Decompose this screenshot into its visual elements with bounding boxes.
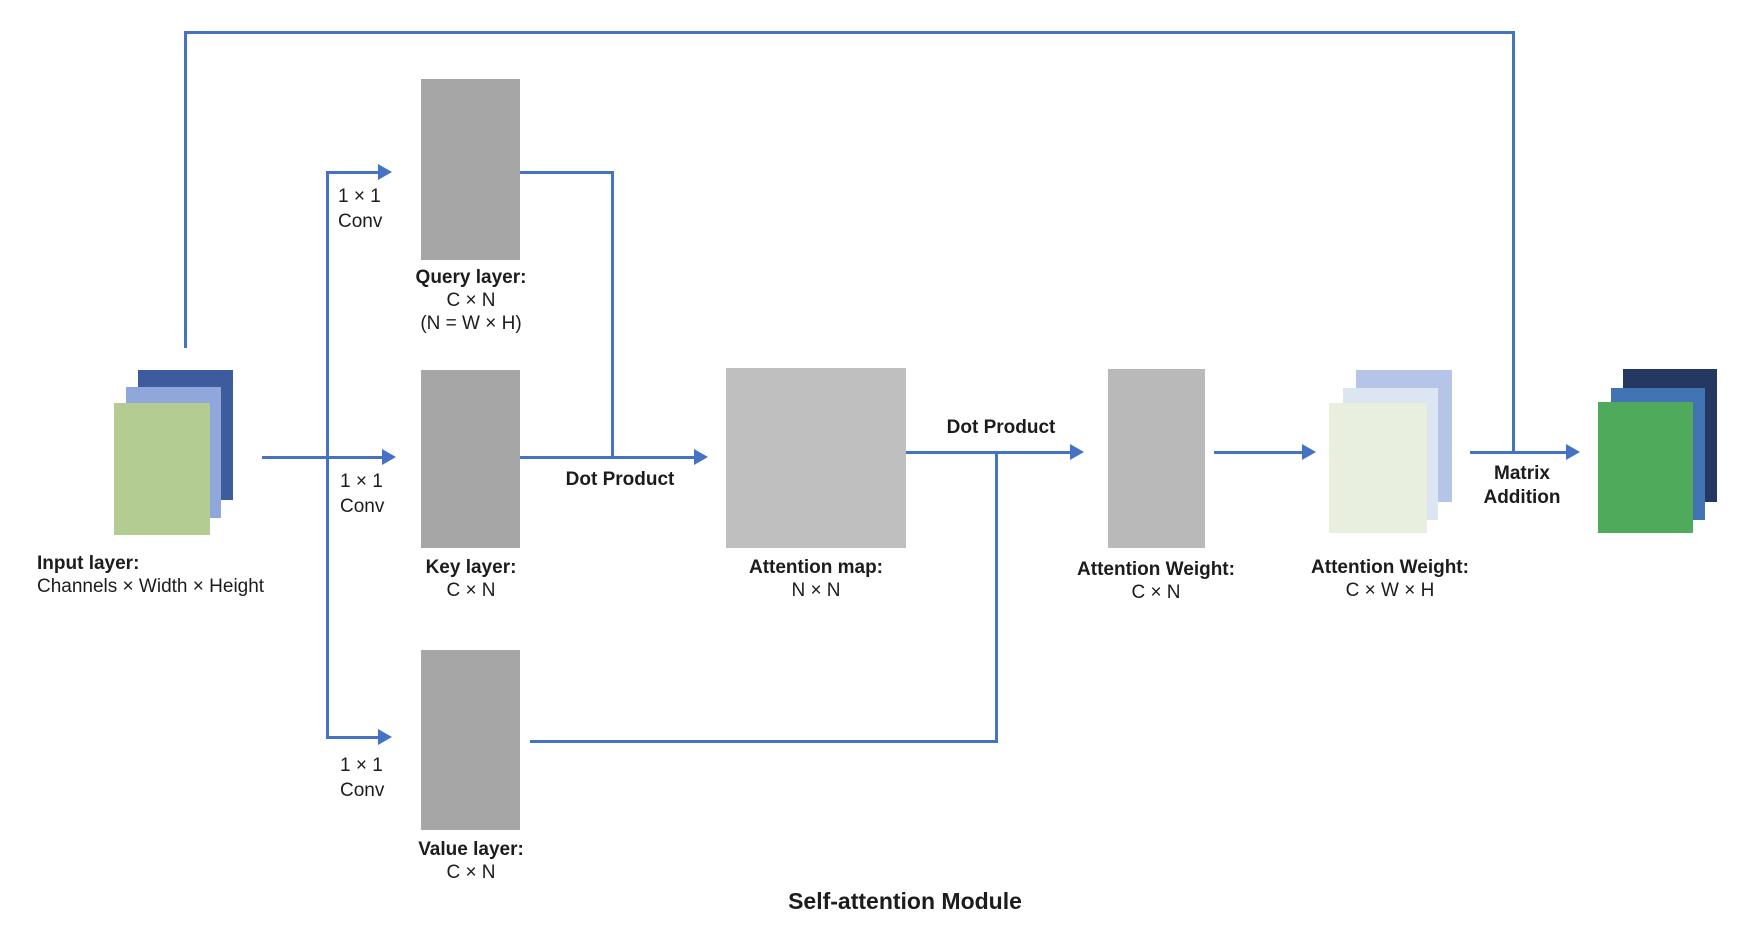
key-layer-title: Key layer: <box>425 557 517 578</box>
query-layer-note: (N = W × H) <box>420 313 522 334</box>
attention-weight-cwh-dim: C × W × H <box>1345 580 1435 601</box>
attention-weight-cwh-title: Attention Weight: <box>1311 557 1469 578</box>
attention-weight-cn-title: Attention Weight: <box>1077 559 1235 580</box>
attention-map-rect <box>726 368 906 548</box>
attention-map-dim: N × N <box>791 580 841 601</box>
matrix-addition-label-line1: Matrix <box>1494 463 1550 484</box>
attention-map-label: Attention map: N × N <box>716 556 916 602</box>
key-layer-label: Key layer: C × N <box>371 556 571 602</box>
query-layer-dim: C × N <box>446 290 496 311</box>
query-layer-label: Query layer: C × N (N = W × H) <box>371 266 571 335</box>
input-to-key-arrowhead <box>382 449 396 465</box>
attention-weight-cn-label: Attention Weight: C × N <box>1046 558 1266 604</box>
aw-stack-front <box>1329 403 1427 533</box>
aw-to-stack-line <box>1214 451 1304 454</box>
attention-weight-cn-dim: C × N <box>1131 582 1181 603</box>
conv-query-label-line2: Conv <box>338 211 383 232</box>
conv-value-label-line1: 1 × 1 <box>340 755 383 776</box>
value-layer-label: Value layer: C × N <box>371 838 571 884</box>
value-layer-dim: C × N <box>446 862 496 883</box>
conv-to-query-arrowhead <box>378 164 392 180</box>
conv-query-label-line1: 1 × 1 <box>338 186 381 207</box>
matrix-addition-arrowhead <box>1566 444 1580 460</box>
value-layer-title: Value layer: <box>418 839 524 860</box>
conv-key-label-line2: Conv <box>340 496 385 517</box>
key-layer-dim: C × N <box>446 580 496 601</box>
conv-value-label-line2: Conv <box>340 780 385 801</box>
attention-weight-cwh-label: Attention Weight: C × W × H <box>1280 556 1500 602</box>
key-layer-rect <box>421 370 520 548</box>
query-layer-title: Query layer: <box>415 267 527 288</box>
conv-key-label-line1: 1 × 1 <box>340 471 383 492</box>
attention-map-title: Attention map: <box>748 557 884 578</box>
output-stack-front <box>1598 402 1693 533</box>
diagram-title: Self-attention Module <box>788 888 1022 914</box>
value-out-line <box>530 740 998 743</box>
conv-to-value-line <box>326 736 380 739</box>
query-layer-rect <box>421 79 520 260</box>
map-to-aw-line <box>906 451 1072 454</box>
skip-connection-right-line <box>1512 31 1515 452</box>
input-to-key-line <box>262 456 384 459</box>
key-to-map-arrowhead <box>694 449 708 465</box>
input-layer-dim: Channels × Width × Height <box>37 576 265 597</box>
matrix-addition-line <box>1470 451 1568 454</box>
key-to-map-line <box>520 456 696 459</box>
dot-product-2-label: Dot Product <box>946 417 1056 438</box>
value-layer-rect <box>421 650 520 830</box>
input-layer-title: Input layer: <box>37 553 140 574</box>
conv-value-label: 1 × 1 Conv <box>340 753 384 803</box>
conv-to-value-arrowhead <box>378 729 392 745</box>
branch-vertical-line <box>326 171 329 739</box>
matrix-addition-label-line2: Addition <box>1483 487 1561 508</box>
dot-product-1-label: Dot Product <box>565 469 675 490</box>
skip-connection-top-line <box>184 31 1515 34</box>
query-out-line <box>520 171 614 174</box>
conv-key-label: 1 × 1 Conv <box>340 469 384 519</box>
conv-query-label: 1 × 1 Conv <box>338 184 382 234</box>
value-up-line <box>995 451 998 743</box>
attention-weight-cn-rect <box>1108 369 1205 548</box>
input-layer-label: Input layer: Channels × Width × Height <box>37 552 264 598</box>
map-to-aw-arrowhead <box>1070 444 1084 460</box>
matrix-addition-label: Matrix Addition <box>1457 462 1587 510</box>
aw-to-stack-arrowhead <box>1302 444 1316 460</box>
conv-to-query-line <box>326 171 380 174</box>
skip-connection-left-line <box>184 31 187 348</box>
input-stack-front <box>114 403 210 535</box>
query-down-line <box>611 171 614 459</box>
